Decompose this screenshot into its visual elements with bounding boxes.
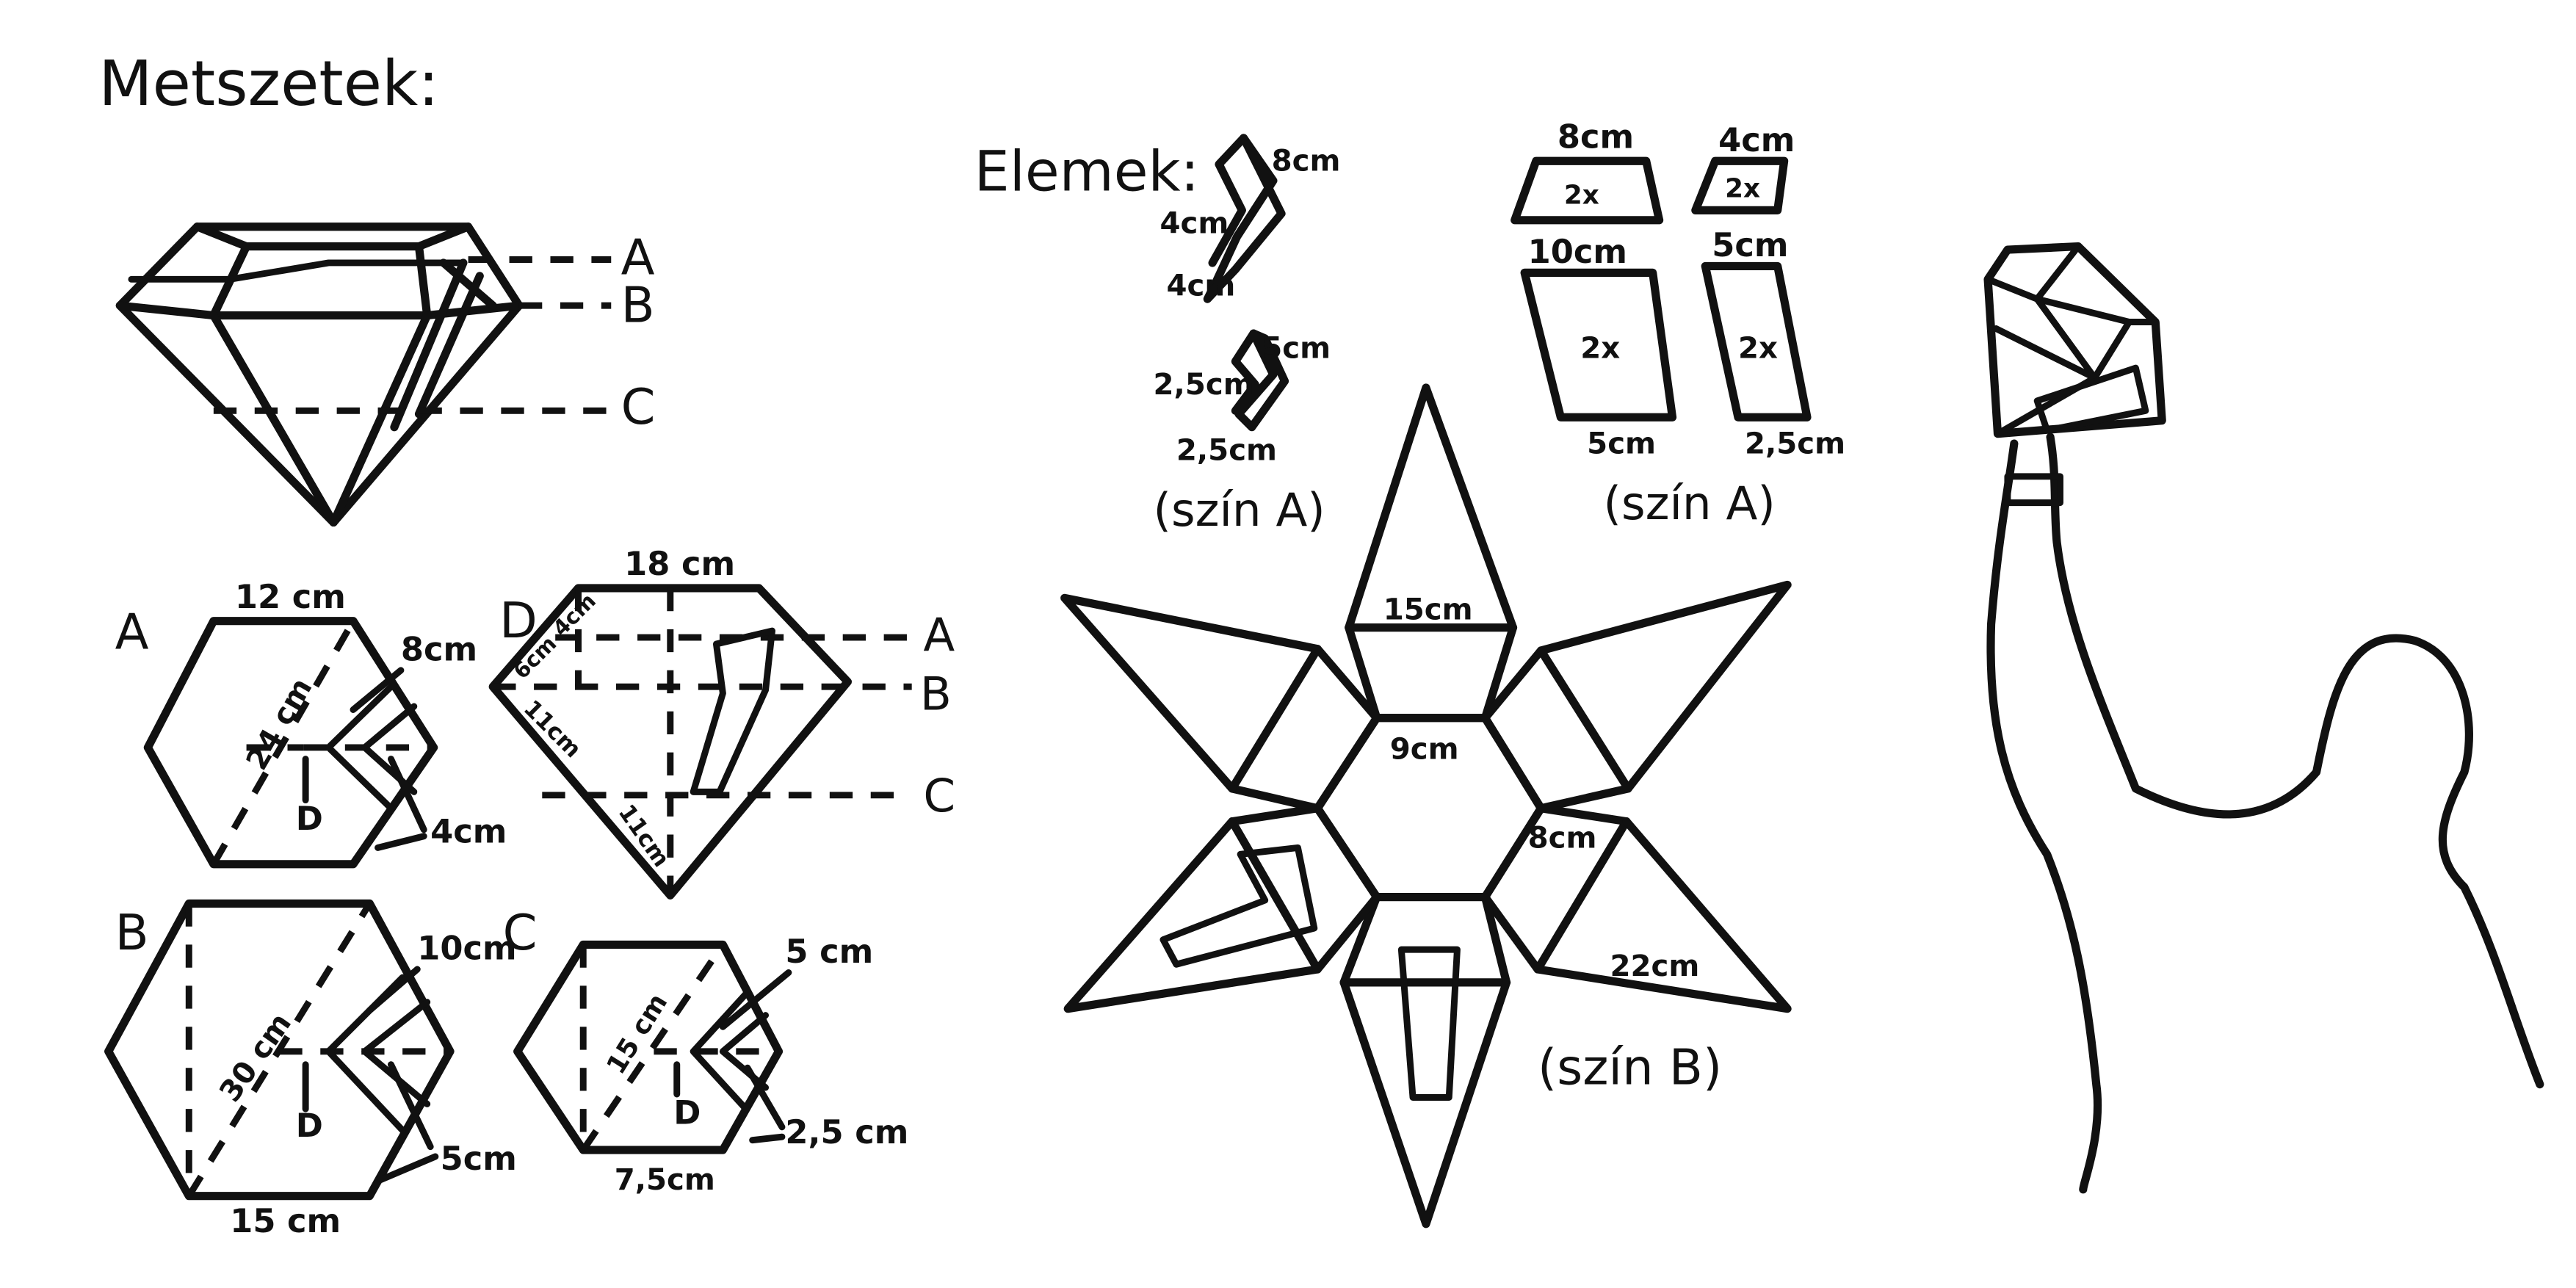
section-d-edge-top: 4cm: [548, 588, 601, 641]
section-a-step-arrow-2: [375, 833, 427, 851]
section-b-depth-arrow: [366, 966, 421, 1014]
chevron-piece-small: [1231, 329, 1289, 432]
sections-heading: Metszetek:: [98, 48, 439, 120]
section-a-label: A: [115, 604, 149, 661]
section-d-level-a: A: [923, 608, 955, 662]
section-b-width: 15 cm: [230, 1201, 341, 1240]
trapezoid-bottom-large-count: 2x: [1580, 332, 1620, 366]
chevron-piece-large: [1203, 134, 1286, 303]
section-b-step-arrow-2: [387, 1061, 434, 1151]
elements-heading: Elemek:: [974, 139, 1200, 204]
star-center-dim: 9cm: [1390, 733, 1459, 767]
person-holding-gem-illustration: [1983, 242, 2544, 1194]
section-c-hexagon: [513, 940, 784, 1154]
section-c-step-arrow-2: [749, 1133, 786, 1144]
trapezoid-bottom-large-top: 10cm: [1528, 232, 1627, 271]
star-net: [1060, 383, 1792, 1229]
section-d-profile: [488, 584, 912, 900]
trapezoid-bottom-small: [1701, 261, 1812, 422]
section-b-step: 5cm: [441, 1139, 517, 1178]
trapezoid-bottom-small-top: 5cm: [1712, 225, 1788, 264]
overview-label-b: B: [621, 277, 655, 334]
section-a-depth: 8cm: [401, 629, 477, 668]
trapezoid-top-small-dim: 4cm: [1718, 120, 1795, 159]
star-triangle-dim: 22cm: [1610, 949, 1700, 983]
gem-overview-drawing: [115, 222, 524, 527]
section-c-center: D: [673, 1093, 701, 1132]
trapezoid-bottom-large: [1520, 268, 1677, 422]
section-a-depth-arrow: [350, 667, 405, 713]
star-color-note: (szín B): [1538, 1039, 1722, 1096]
section-d-level-b: B: [920, 667, 952, 720]
section-b-center: D: [296, 1106, 323, 1145]
chevron-small-lower: 2,5cm: [1176, 433, 1277, 467]
section-c-depth-arrow: [719, 969, 792, 1030]
trapezoid-color-note: (szín A): [1604, 477, 1776, 530]
star-top-dim: 15cm: [1383, 593, 1473, 626]
chevron-small-upper: 2,5cm: [1154, 368, 1254, 402]
section-b-diagonal: 30 cm: [213, 1007, 298, 1108]
section-d-level-c: C: [923, 769, 955, 822]
trapezoid-top-large-dim: 8cm: [1557, 117, 1634, 156]
trapezoid-bottom-small-bottom: 2,5cm: [1745, 427, 1845, 460]
section-a-center: D: [296, 799, 323, 838]
chevron-large-upper: 4cm: [1159, 207, 1229, 241]
section-c-depth: 5 cm: [785, 932, 873, 971]
trapezoid-top-small: [1691, 156, 1789, 214]
trapezoid-top-large-count: 2x: [1564, 180, 1599, 210]
overview-label-a: A: [621, 229, 655, 286]
section-a-step-arrow: [387, 756, 427, 833]
chevron-color-note: (szín A): [1154, 483, 1325, 537]
chevron-large-length: 8cm: [1272, 145, 1341, 178]
star-right-dim: 8cm: [1528, 821, 1597, 855]
chevron-large-lower: 4cm: [1166, 269, 1235, 303]
section-a-width: 12 cm: [235, 577, 346, 616]
section-c-width: 7,5cm: [615, 1163, 715, 1197]
trapezoid-bottom-large-bottom: 5cm: [1587, 427, 1656, 460]
section-c-step-arrow: [744, 1064, 786, 1131]
section-d-width: 18 cm: [624, 544, 735, 583]
section-c-step: 2,5 cm: [785, 1112, 908, 1151]
section-c-label: C: [503, 904, 538, 961]
section-b-depth: 10cm: [417, 929, 516, 968]
section-a-step: 4cm: [430, 812, 507, 851]
chevron-small-length: 5cm: [1262, 332, 1331, 366]
trapezoid-top-large: [1510, 156, 1664, 225]
section-b-step-arrow: [377, 1153, 439, 1183]
section-a-hexagon: [143, 617, 438, 869]
trapezoid-top-small-count: 2x: [1725, 173, 1760, 203]
section-b-label: B: [115, 904, 149, 961]
overview-label-c: C: [621, 378, 656, 435]
trapezoid-bottom-small-count: 2x: [1738, 332, 1778, 366]
